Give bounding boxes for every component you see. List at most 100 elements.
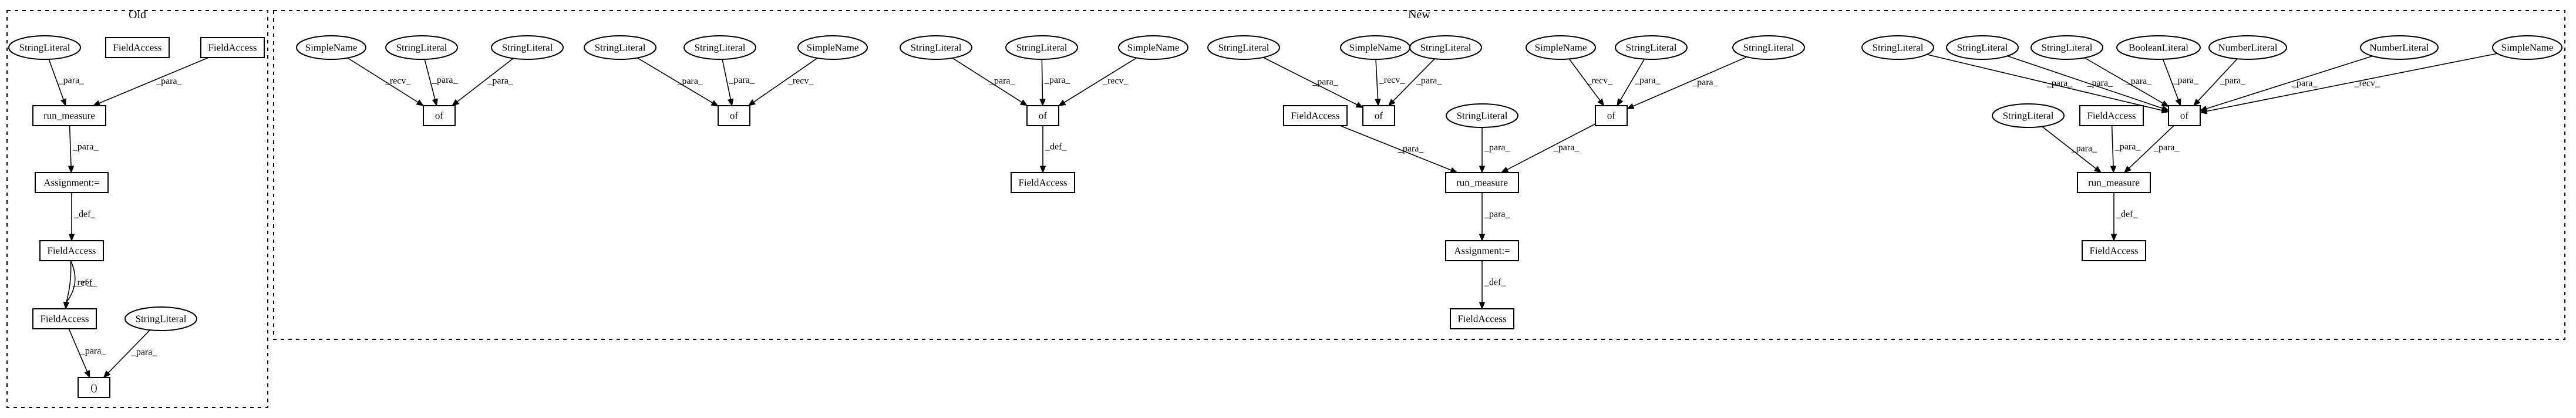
- node-label: FieldAccess: [113, 42, 161, 53]
- node-d_fa2[interactable]: FieldAccess: [1450, 308, 1514, 329]
- node-d_fa1[interactable]: FieldAccess: [1283, 105, 1348, 126]
- edge-line: [68, 328, 88, 372]
- node-e_sl1[interactable]: StringLiteral: [1861, 35, 1934, 60]
- edge-line: [2129, 125, 2174, 169]
- node-label: StringLiteral: [1420, 42, 1471, 53]
- node-e_nl1[interactable]: NumberLiteral: [2208, 35, 2287, 60]
- node-d_sl5[interactable]: StringLiteral: [1446, 103, 1518, 128]
- edge-arrowhead: [1375, 99, 1381, 107]
- edge-line: [1507, 123, 1596, 170]
- node-ellipse: [1005, 35, 1078, 60]
- edge-arrowhead: [1479, 166, 1486, 174]
- node-d_sn1[interactable]: SimpleName: [1340, 35, 1410, 60]
- node-e_bl[interactable]: BooleanLiteral: [2116, 35, 2201, 60]
- node-a_of[interactable]: of: [423, 105, 456, 126]
- edge-arrowhead: [84, 370, 90, 379]
- node-e_fa2[interactable]: FieldAccess: [2082, 240, 2146, 261]
- panel-frame: [6, 10, 268, 408]
- node-box: [39, 240, 104, 261]
- edge-line: [457, 58, 514, 102]
- node-d_sn2[interactable]: SimpleName: [1526, 35, 1596, 60]
- edge-o_sl2-o_call: _para_: [103, 329, 158, 378]
- node-c_sn[interactable]: SimpleName: [1118, 35, 1188, 60]
- node-o_call[interactable]: (): [78, 377, 110, 398]
- node-c_sl2[interactable]: StringLiteral: [1005, 35, 1078, 60]
- node-label: SimpleName: [305, 42, 358, 53]
- node-e_of[interactable]: of: [2168, 105, 2201, 126]
- node-e_sl4[interactable]: StringLiteral: [1992, 103, 2065, 128]
- node-d_sl1[interactable]: StringLiteral: [1207, 35, 1280, 60]
- node-d_rm[interactable]: run_measure: [1445, 172, 1519, 193]
- edge-line: [1375, 59, 1379, 100]
- edge-label: _para_: [156, 76, 183, 86]
- edge-label: _para_: [1312, 77, 1339, 87]
- edge-arrowhead: [2093, 166, 2102, 173]
- edge-arrowhead: [1388, 99, 1396, 106]
- node-e_nl2[interactable]: NumberLiteral: [2360, 35, 2439, 60]
- node-label: of: [1039, 110, 1048, 122]
- node-o_sl1[interactable]: StringLiteral: [8, 35, 81, 60]
- edge-label: _recv_: [1379, 75, 1406, 85]
- node-label: SimpleName: [1127, 42, 1180, 53]
- edge-arrowhead: [451, 99, 460, 106]
- edge-line: [1619, 59, 1645, 100]
- node-a_sl2[interactable]: StringLiteral: [491, 35, 564, 60]
- node-ellipse: [1526, 35, 1596, 60]
- node-e_sn[interactable]: SimpleName: [2492, 35, 2562, 60]
- node-label: StringLiteral: [136, 314, 187, 325]
- node-label: run_measure: [2088, 177, 2140, 188]
- node-b_of[interactable]: of: [718, 105, 750, 126]
- edge-d_rm-d_asg: _para_: [1479, 192, 1511, 242]
- edge-line: [69, 125, 72, 167]
- node-a_sn[interactable]: SimpleName: [296, 35, 366, 60]
- edge-e_rm-e_fa2: _def_: [2110, 192, 2138, 242]
- edge-b_sl1-b_of: _para_: [637, 57, 719, 107]
- edge-line: [722, 59, 732, 100]
- edge-o_fa2-o_rm: _para_: [92, 57, 209, 106]
- node-ellipse: [683, 35, 756, 60]
- node-c_of[interactable]: of: [1026, 105, 1059, 126]
- node-d_of2[interactable]: of: [1595, 105, 1628, 126]
- edge-line: [2197, 58, 2238, 102]
- node-e_sl3[interactable]: StringLiteral: [2031, 35, 2103, 60]
- edge-d_of2-d_rm: _para_: [1500, 123, 1596, 173]
- panel-title: New: [1408, 8, 1430, 21]
- node-d_sl2[interactable]: StringLiteral: [1409, 35, 1482, 60]
- node-b_sl1[interactable]: StringLiteral: [584, 35, 656, 60]
- edge-label: _para_: [131, 348, 158, 358]
- node-b_sl2[interactable]: StringLiteral: [683, 35, 756, 60]
- edge-line: [2084, 57, 2163, 104]
- node-label: Assignment:=: [1454, 245, 1510, 257]
- panel-frame: [273, 10, 2565, 340]
- node-o_fa4[interactable]: FieldAccess: [32, 308, 97, 329]
- node-o_fa3[interactable]: FieldAccess: [39, 240, 104, 261]
- node-box: [78, 377, 110, 398]
- node-d_of1[interactable]: of: [1362, 105, 1395, 126]
- node-o_sl2[interactable]: StringLiteral: [124, 306, 197, 331]
- node-ellipse: [2031, 35, 2103, 60]
- edge-arrowhead: [747, 99, 756, 106]
- node-o_asg[interactable]: Assignment:=: [35, 172, 109, 193]
- node-b_sn[interactable]: SimpleName: [797, 35, 868, 60]
- edge-arrowhead: [103, 370, 111, 378]
- node-label: StringLiteral: [911, 42, 962, 53]
- node-label: of: [2180, 110, 2189, 122]
- node-o_fa2[interactable]: FieldAccess: [200, 37, 265, 58]
- node-c_sl1[interactable]: StringLiteral: [900, 35, 972, 60]
- node-d_sl4[interactable]: StringLiteral: [1732, 35, 1805, 60]
- edge-label: _para_: [1484, 210, 1511, 220]
- node-o_fa1[interactable]: FieldAccess: [105, 37, 170, 58]
- edge-arrowhead: [68, 166, 75, 174]
- node-label: StringLiteral: [1743, 42, 1794, 53]
- node-d_sl3[interactable]: StringLiteral: [1615, 35, 1688, 60]
- node-d_asg[interactable]: Assignment:=: [1445, 240, 1519, 261]
- node-e_sl2[interactable]: StringLiteral: [1946, 35, 2019, 60]
- node-e_fa1[interactable]: FieldAccess: [2079, 105, 2144, 126]
- node-o_rm[interactable]: run_measure: [32, 105, 106, 126]
- node-a_sl1[interactable]: StringLiteral: [385, 35, 458, 60]
- edge-arrowhead: [2199, 108, 2208, 114]
- node-ellipse: [385, 35, 458, 60]
- node-e_rm[interactable]: run_measure: [2077, 172, 2151, 193]
- edge-c_sl1-c_of: _para_: [952, 58, 1028, 106]
- node-c_fa[interactable]: FieldAccess: [1011, 172, 1075, 193]
